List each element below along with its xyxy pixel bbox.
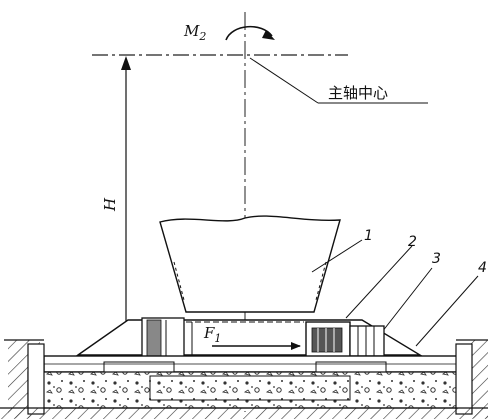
height-arrow-top (121, 56, 131, 70)
workpiece-body (159, 215, 341, 313)
workpiece-dash-right (315, 261, 327, 301)
part-1-label: 1 (364, 228, 373, 244)
right-pedestal (455, 343, 473, 415)
right-motor (349, 325, 385, 357)
moment-arrow (225, 25, 273, 41)
part-3-label: 3 (432, 251, 441, 267)
part-2-label: 2 (408, 234, 417, 250)
leader-part-3 (381, 267, 433, 333)
height-label: H (101, 197, 119, 212)
moment-arrowhead (262, 30, 275, 40)
foundation-pit (149, 375, 351, 401)
spindle-center-label: 主轴中心 (328, 84, 388, 102)
spindle-center-leader (249, 57, 319, 104)
right-actuator-core (311, 327, 343, 353)
moment-label: M2 (183, 22, 206, 43)
left-pedestal (27, 343, 45, 415)
leader-part-4 (415, 275, 479, 347)
bed-rail-right (315, 361, 387, 373)
leader-part-1 (311, 239, 363, 273)
leader-part-2 (345, 245, 413, 319)
bed-rail-left (103, 361, 175, 373)
workpiece-dash-left (173, 261, 185, 301)
part-4-label: 4 (478, 260, 487, 276)
force-label: F1 (203, 324, 221, 345)
ground-bottom (0, 408, 488, 419)
left-cylinder-shade (146, 319, 162, 361)
